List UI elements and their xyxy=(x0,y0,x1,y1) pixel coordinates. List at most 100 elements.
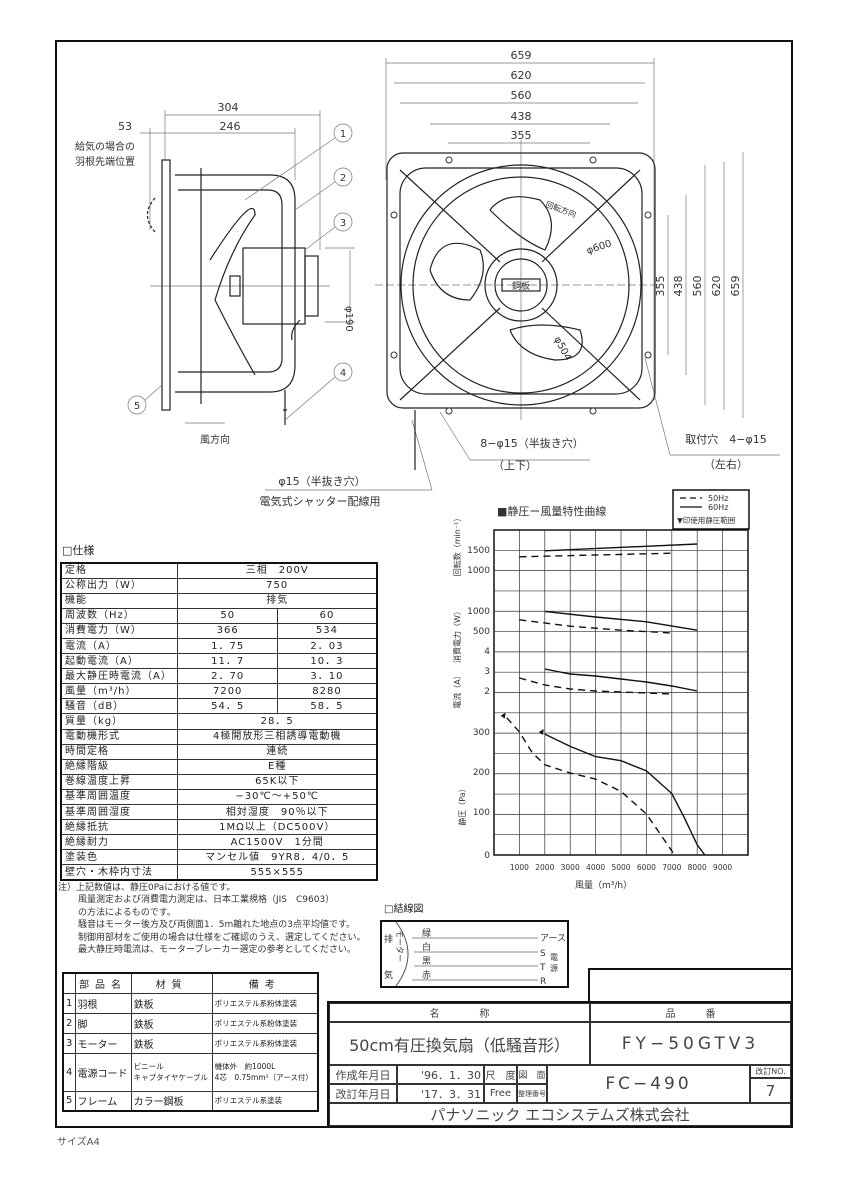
exhaust-label: 排 xyxy=(384,933,393,945)
front-view-fan xyxy=(386,152,656,470)
note-line: 騒音はモーター後方及び両側面1．5m離れた地点の3点平均値です。 xyxy=(78,920,356,931)
scale-value: Free xyxy=(484,1084,517,1103)
side-view-fan xyxy=(146,159,319,425)
y-tick-label: 3 xyxy=(484,667,490,677)
wire-red: 赤 xyxy=(422,970,431,981)
spec-value: 排気 xyxy=(177,592,378,609)
chart-legend: 50Hz 60Hz ▼印使用静圧範囲 xyxy=(672,489,750,530)
series-50Hz-panel-2 xyxy=(519,677,672,695)
spec-value: 60 xyxy=(276,607,378,624)
spec-value: 4極開放形三相誘導電動機 xyxy=(177,728,378,745)
series-50Hz-panel-3 xyxy=(506,717,675,856)
spec-value: マンセル値 9YR8．4/0．5 xyxy=(177,849,378,866)
legend-50hz: 50Hz xyxy=(708,494,728,503)
side-view-text: 304 246 53 給気の場合の 羽根先端位置 φ190 風方向 xyxy=(75,101,354,446)
range-marker xyxy=(500,712,506,719)
series-60Hz-panel-1 xyxy=(544,610,698,631)
dim-438: 438 xyxy=(511,110,532,123)
revision-label: 改訂NO. xyxy=(750,1065,791,1078)
shutter-hole-label: φ15（半抜き穴） xyxy=(278,474,365,488)
part-material: 鉄板 xyxy=(130,992,213,1014)
spec-label: 塗装色 xyxy=(60,849,179,866)
product-name: 50cm有圧換気扇（低騒音形） xyxy=(329,1022,590,1065)
dim-600: φ600 xyxy=(585,238,613,256)
spec-row: 質量（kg）28．5 xyxy=(60,713,378,730)
spec-row: 塗装色マンセル値 9YR8．4/0．5 xyxy=(60,849,378,866)
drawing-label-2: 整理番号 xyxy=(517,1084,547,1103)
y-tick-label: 4 xyxy=(484,647,490,657)
name-header: 名 称 xyxy=(329,1003,590,1022)
revised-date: '17．3．31 xyxy=(397,1084,484,1103)
spec-value: 2．70 xyxy=(177,668,278,685)
fan-curve-chart: ■静圧ー風量特性曲線 50Hz 60Hz ▼印使用静圧範囲 15001000回転… xyxy=(452,489,750,891)
revised-label: 改訂年月日 xyxy=(329,1084,397,1103)
side-view-dimensions xyxy=(140,110,355,323)
series-50Hz-panel-0 xyxy=(519,552,672,558)
terminal-r: R xyxy=(540,977,546,986)
range-marker xyxy=(538,729,544,736)
spec-row: 定格三相 200V xyxy=(60,562,378,579)
chart-title: ■静圧ー風量特性曲線 xyxy=(497,504,606,518)
spec-row: 基準周囲湿度相対湿度 90％以下 xyxy=(60,803,378,821)
spec-label: 絶縁耐力 xyxy=(60,834,179,851)
legend-range: ▼印使用静圧範囲 xyxy=(677,515,735,525)
spec-value: 534 xyxy=(276,622,378,639)
spec-label: 基準周囲湿度 xyxy=(60,803,179,821)
x-tick-label: 3000 xyxy=(561,863,580,872)
series-60Hz-panel-0 xyxy=(544,543,698,552)
part-remarks: ポリエステル系塗装 xyxy=(211,1090,319,1112)
note-line: の方法によるものです。 xyxy=(78,907,176,918)
air-direction-label: 風方向 xyxy=(200,433,230,446)
dim-560: 560 xyxy=(511,89,532,102)
x-tick-label: 2000 xyxy=(535,863,554,872)
x-tick-label: 8000 xyxy=(688,863,707,872)
spec-value: 1MΩ以上（DC500V） xyxy=(177,819,378,836)
x-tick-label: 4000 xyxy=(586,863,605,872)
holes-4-label: 取付穴 4−φ15 xyxy=(685,432,766,446)
spec-value: 8280 xyxy=(276,683,378,700)
front-view-dimensions xyxy=(265,58,780,491)
spec-value: 366 xyxy=(177,622,278,639)
supply-note: 羽根先端位置 xyxy=(75,155,135,168)
note-line: 風量測定および消費電力測定は、日本工業規格（JIS C9603） xyxy=(78,895,335,906)
y-axis-label: 消費電力（W） xyxy=(452,607,462,663)
x-tick-label: 7000 xyxy=(662,863,681,872)
y-axis-label: 回転数（min⁻¹） xyxy=(452,514,462,577)
spec-value: 三相 200V xyxy=(177,562,378,579)
dim-246: 246 xyxy=(220,120,241,133)
part-no: 2 xyxy=(62,1012,76,1034)
part-no: 1 xyxy=(62,992,76,1014)
balloon-5: 5 xyxy=(134,401,140,412)
spec-label: 起動電流（A） xyxy=(60,653,179,670)
part-material: カラー鋼板 xyxy=(130,1090,213,1112)
number-header: 品 番 xyxy=(590,1003,791,1022)
x-tick-label: 5000 xyxy=(611,863,630,872)
spec-value: 50 xyxy=(177,607,278,624)
dim-659: 659 xyxy=(511,49,532,62)
spec-value: 54．5 xyxy=(177,698,278,715)
part-name: 羽根 xyxy=(74,992,132,1014)
spec-value: 65K以下 xyxy=(177,773,378,790)
note-line: 制御用部材をご使用の場合は仕様をご確認のうえ、選定してください。 xyxy=(78,932,366,943)
part-remarks: ポリエステル系粉体塗装 xyxy=(211,992,319,1014)
scale-label: 尺 度 xyxy=(484,1065,517,1084)
material-header: 材質 xyxy=(130,972,213,994)
balloon-leaders xyxy=(127,123,353,424)
holes-4-sub: （左右） xyxy=(704,457,748,471)
dim-355-v: 355 xyxy=(654,276,667,297)
spec-label: 電動機形式 xyxy=(60,728,179,745)
note-line: 最大静圧時電流は、モーターブレーカー選定の参考としてください。 xyxy=(78,945,356,956)
hub-label: 鋼板 xyxy=(512,280,530,292)
spec-value: 相対湿度 90％以下 xyxy=(177,803,378,821)
spec-label: 風量（m³/h） xyxy=(60,683,179,700)
wiring-title: □結線図 xyxy=(384,904,424,915)
y-tick-label: 1000 xyxy=(467,566,490,576)
